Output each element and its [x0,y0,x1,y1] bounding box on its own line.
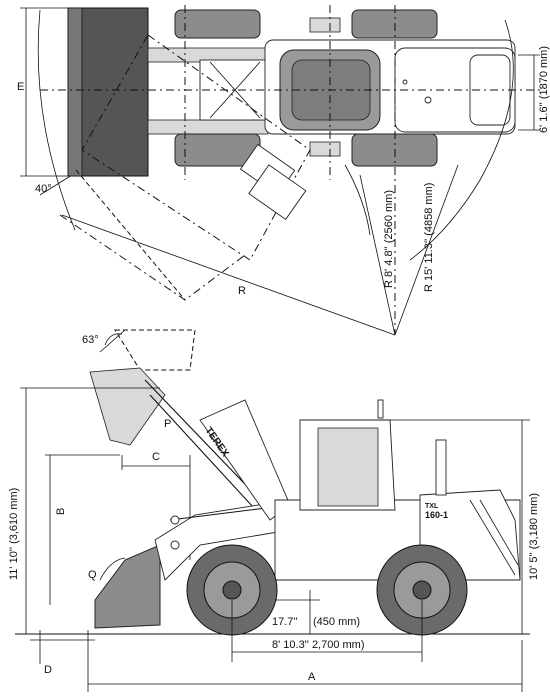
front-wheel [186,544,278,636]
lowered-bucket [94,544,161,629]
side-view: 63° P C B 11' 10'' (3,610 mm) Q TEREX [8,329,540,692]
outer-radius-line [394,164,459,336]
raised-bucket-outline [114,329,196,371]
loader-tower [199,399,291,521]
inner-radius-dimension: R 8' 4.8'' (2560 mm) [383,190,395,288]
front-left-tire-top [174,9,261,39]
ground-clearance-mm: (450 mm) [313,616,360,628]
rear-wheel [376,544,468,636]
label-c: C [152,451,160,463]
label-p: P [164,418,171,430]
label-a: A [308,671,316,683]
cab-height-dimension: 10' 5'' (3,180 mm) [528,493,540,580]
label-q: Q [88,569,97,581]
outer-radius-dimension: R 15' 11.3'' (4858 mm) [423,183,435,292]
angle-40: 40° [35,183,52,195]
inner-turn-arc [344,164,371,236]
label-e: E [17,81,24,93]
beacon-light [377,399,384,419]
outer-turn-arc [409,19,514,261]
wheelbase-dimension: 8' 10.3'' 2,700 mm) [272,639,365,651]
label-d: D [44,664,52,676]
label-r: R [238,285,246,297]
ground-clearance: 17.7'' [272,616,298,628]
bucket-swing-arc [37,9,76,231]
turned-frame-outline [81,34,311,261]
model-line: TXL [425,503,439,510]
top-view: E 40° [17,5,550,336]
width-dimension: 6' 1.6'' (1870 mm) [538,46,550,133]
model-number: 160-1 [425,510,448,520]
label-b: B [55,508,67,515]
r-radius-line [61,214,396,336]
dump-angle: 63° [82,334,99,346]
inner-radius-line [359,174,396,336]
pin-height-dimension: 11' 10'' (3,610 mm) [8,488,20,580]
raised-bucket [89,367,166,446]
cab-window [317,427,379,507]
exhaust-stack [435,439,447,496]
